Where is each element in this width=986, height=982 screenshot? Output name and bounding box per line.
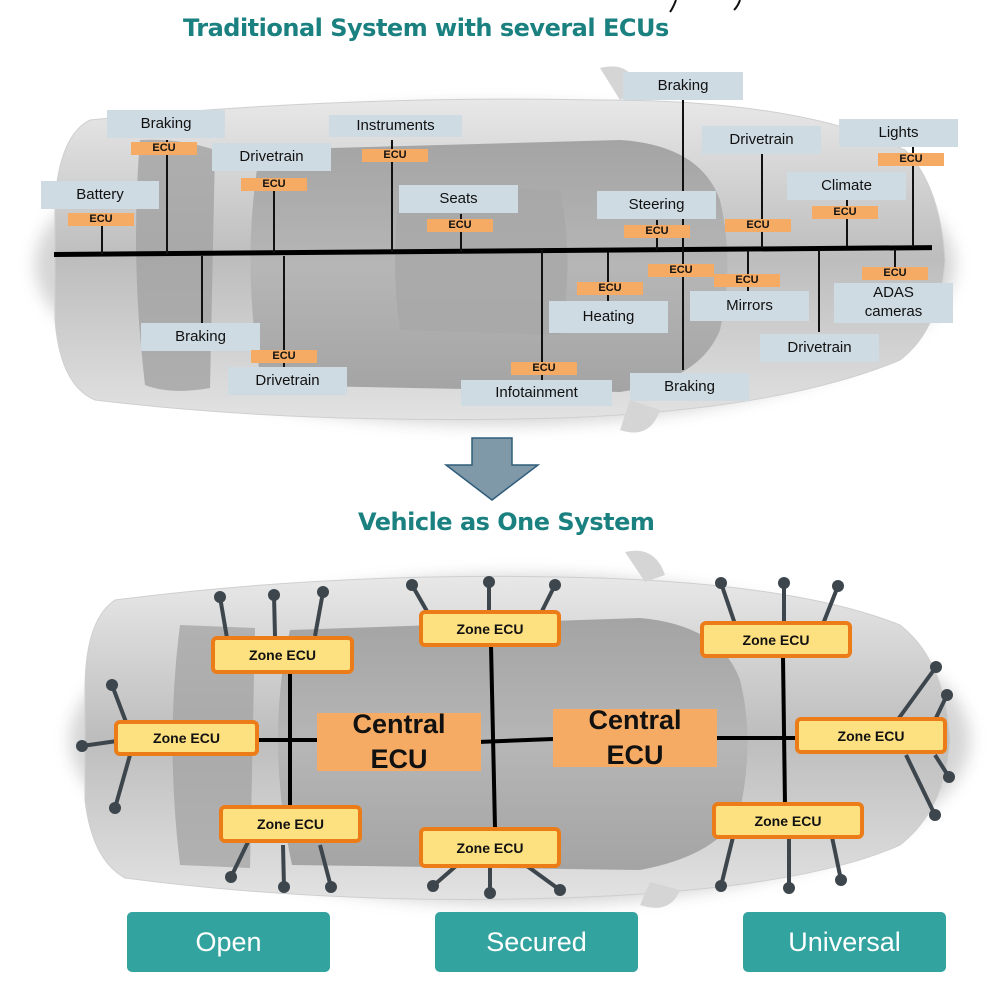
connector-line bbox=[541, 250, 543, 380]
traditional-system-title: Traditional System with several ECUs bbox=[183, 14, 669, 42]
secured-button[interactable]: Secured bbox=[435, 912, 638, 972]
component-label-mirrors: Mirrors bbox=[690, 291, 809, 321]
component-label-braking: Braking bbox=[107, 110, 225, 138]
zone-ecu-back: Zone ECU bbox=[795, 717, 947, 754]
zone-ecu-middle-left: Zone ECU bbox=[419, 610, 561, 647]
zone-ecu-front-left: Zone ECU bbox=[211, 636, 354, 674]
component-label-climate: Climate bbox=[787, 172, 906, 200]
ecu-tag: ECU bbox=[714, 274, 780, 287]
connector-line bbox=[273, 178, 275, 253]
connector-line bbox=[761, 154, 763, 248]
component-label-braking: Braking bbox=[623, 72, 743, 100]
zone-ecu-middle-right: Zone ECU bbox=[419, 827, 561, 868]
open-button[interactable]: Open bbox=[127, 912, 330, 972]
zone-ecu-back-right: Zone ECU bbox=[712, 802, 864, 839]
component-label-drivetrain: Drivetrain bbox=[760, 334, 879, 362]
universal-button[interactable]: Universal bbox=[743, 912, 946, 972]
connector-line bbox=[283, 256, 285, 368]
component-label-lights: Lights bbox=[839, 119, 958, 147]
ecu-tag: ECU bbox=[251, 350, 317, 363]
component-label-steering: Steering bbox=[597, 191, 716, 219]
connector-line bbox=[607, 252, 609, 302]
vehicle-one-system-title: Vehicle as One System bbox=[358, 508, 655, 536]
ecu-tag: ECU bbox=[511, 362, 577, 375]
zone-ecu-front-right: Zone ECU bbox=[219, 805, 362, 843]
zone-ecu-back-left: Zone ECU bbox=[700, 621, 852, 658]
connector-line bbox=[166, 140, 168, 254]
connector-line bbox=[201, 256, 203, 324]
ecu-tag: ECU bbox=[427, 219, 493, 232]
component-label-drivetrain: Drivetrain bbox=[702, 126, 821, 154]
ecu-tag: ECU bbox=[241, 178, 307, 191]
component-label-seats: Seats bbox=[399, 185, 518, 213]
component-label-adas-cameras: ADAS cameras bbox=[834, 283, 953, 323]
connector-line bbox=[747, 250, 749, 292]
ecu-tag: ECU bbox=[624, 225, 690, 238]
central-ecu-line1: Central bbox=[352, 708, 446, 739]
ecu-tag: ECU bbox=[812, 206, 878, 219]
component-label-braking: Braking bbox=[630, 373, 749, 401]
connector-line bbox=[818, 250, 820, 332]
ecu-tag: ECU bbox=[362, 149, 428, 162]
handwriting-scribble bbox=[669, 0, 741, 13]
component-label-braking: Braking bbox=[141, 323, 260, 351]
connector-line bbox=[912, 147, 914, 247]
connector-line bbox=[894, 249, 896, 271]
central-ecu-2: Central ECU bbox=[553, 705, 717, 770]
ecu-tag: ECU bbox=[878, 153, 944, 166]
connector-line bbox=[101, 222, 103, 254]
central-ecu-1: Central ECU bbox=[317, 709, 481, 774]
component-label-heating: Heating bbox=[549, 301, 668, 333]
connector-line bbox=[391, 140, 393, 252]
connector-line bbox=[460, 214, 462, 252]
central-ecu-line2: ECU bbox=[606, 740, 664, 770]
ecu-tag: ECU bbox=[131, 142, 197, 155]
zone-ecu-rear: Zone ECU bbox=[114, 720, 259, 756]
component-label-instruments: Instruments bbox=[329, 115, 462, 137]
central-ecu-line2: ECU bbox=[370, 744, 428, 774]
ecu-tag: ECU bbox=[862, 267, 928, 280]
connector-line bbox=[846, 200, 848, 246]
car-top-view-upper bbox=[35, 66, 955, 433]
ecu-tag: ECU bbox=[577, 282, 643, 295]
central-ecu-line1: Central bbox=[588, 704, 682, 735]
component-label-drivetrain: Drivetrain bbox=[212, 143, 331, 171]
component-label-infotainment: Infotainment bbox=[461, 380, 612, 406]
ecu-tag: ECU bbox=[648, 264, 714, 277]
ecu-tag: ECU bbox=[725, 219, 791, 232]
component-label-battery: Battery bbox=[41, 181, 159, 209]
component-label-drivetrain: Drivetrain bbox=[228, 367, 347, 395]
ecu-tag: ECU bbox=[68, 213, 134, 226]
